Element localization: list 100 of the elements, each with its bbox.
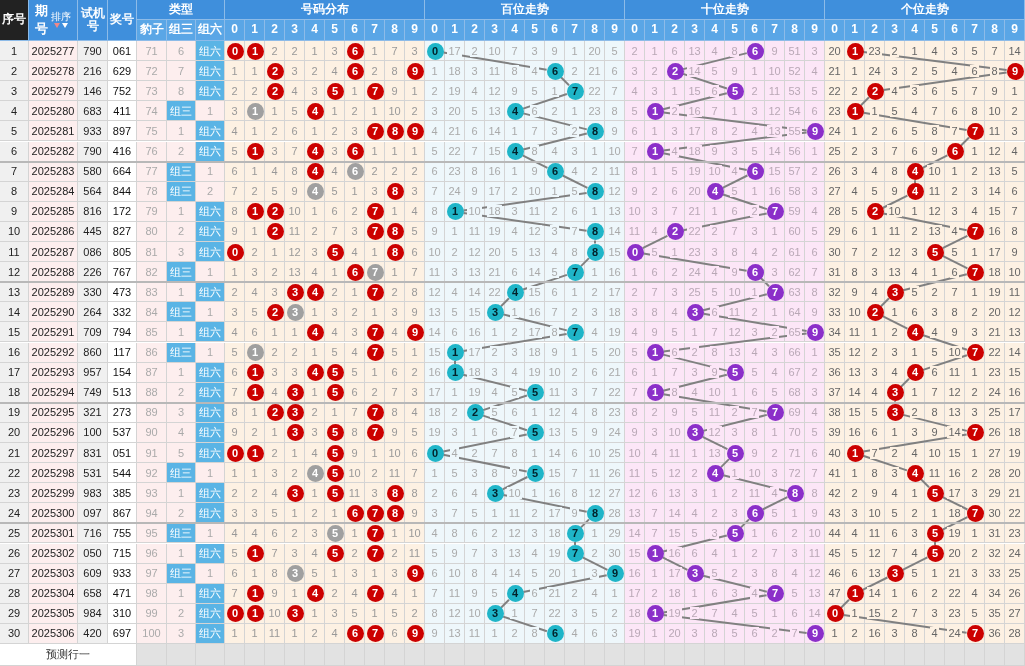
table-cell: 3 xyxy=(270,145,279,158)
column-header: 9 xyxy=(605,20,625,41)
table-cell: 2025291 xyxy=(30,325,76,338)
table-cell: 5 xyxy=(670,325,679,338)
table-cell: 3 xyxy=(530,526,539,539)
table-cell: 1 xyxy=(550,185,559,198)
table-cell: 12 xyxy=(6,265,22,278)
table-cell: 13 xyxy=(807,587,822,600)
type-tag: 组六 xyxy=(196,141,225,162)
table-cell: 2 xyxy=(570,64,579,77)
table-cell: 4 xyxy=(730,607,739,620)
table-cell: 8 xyxy=(270,567,279,580)
table-cell: 6 xyxy=(590,627,599,640)
table-cell: 28 xyxy=(6,587,22,600)
table-cell: 18 xyxy=(667,587,682,600)
column-header: 组三 xyxy=(167,20,196,41)
table-cell: 3 xyxy=(590,567,599,580)
table-cell: 9 xyxy=(470,587,479,600)
table-cell: 827 xyxy=(111,225,133,238)
table-cell: 9 xyxy=(870,486,879,499)
table-cell: 19 xyxy=(627,627,642,640)
column-header: 7 xyxy=(565,20,585,41)
table-cell: 10 xyxy=(447,567,462,580)
table-cell: 3 xyxy=(610,627,619,640)
table-cell: 1 xyxy=(430,466,439,479)
table-cell: 10 xyxy=(727,285,742,298)
table-cell: 13 xyxy=(867,567,882,580)
table-cell: 7 xyxy=(810,466,819,479)
trend-line xyxy=(941,234,969,250)
table-cell: 15 xyxy=(867,607,882,620)
table-cell: 71 xyxy=(144,44,159,57)
table-cell: 3 xyxy=(510,205,519,218)
column-header: 0 xyxy=(825,20,845,41)
table-cell: 767 xyxy=(111,265,133,278)
trend-line xyxy=(900,377,910,388)
table-cell: 38 xyxy=(827,406,842,419)
table-cell: 5 xyxy=(510,245,519,258)
trend-line xyxy=(682,52,748,71)
table-cell: 2 xyxy=(330,587,339,600)
table-cell: 1 xyxy=(550,84,559,97)
table-cell: 27 xyxy=(6,567,22,580)
table-cell: 416 xyxy=(111,145,133,158)
table-cell: 12 xyxy=(667,466,682,479)
table-cell: 2025299 xyxy=(30,486,76,499)
table-cell: 6 xyxy=(890,124,899,137)
table-cell: 23 xyxy=(687,245,702,258)
table-cell: 11 xyxy=(927,466,942,479)
table-cell: 11 xyxy=(407,547,422,560)
table-cell: 75 xyxy=(144,124,159,137)
type-tag: 组六 xyxy=(196,61,225,82)
table-cell: 4 xyxy=(510,366,519,379)
trend-line xyxy=(941,496,969,511)
table-cell: 16 xyxy=(467,325,482,338)
table-cell: 2025280 xyxy=(30,104,76,117)
table-cell: 1 xyxy=(930,567,939,580)
table-cell: 4 xyxy=(890,486,899,499)
table-cell: 471 xyxy=(111,587,133,600)
table-cell: 5 xyxy=(330,185,339,198)
column-header: 9 xyxy=(405,20,425,41)
table-cell: 473 xyxy=(111,285,133,298)
type-tag: 组六 xyxy=(196,422,225,443)
table-cell: 3 xyxy=(230,104,239,117)
table-cell: 7 xyxy=(390,386,399,399)
table-cell: 13 xyxy=(627,506,642,519)
table-cell: 18 xyxy=(6,386,22,399)
table-cell: 15 xyxy=(467,305,482,318)
table-cell: 83 xyxy=(144,285,159,298)
table-cell: 8 xyxy=(570,486,579,499)
table-cell: 411 xyxy=(112,104,132,117)
table-cell: 1 xyxy=(470,426,479,439)
table-cell: 1 xyxy=(490,325,499,338)
table-cell: 17 xyxy=(467,346,482,359)
table-cell: 6 xyxy=(570,205,579,218)
table-cell: 2 xyxy=(690,346,699,359)
table-cell: 5 xyxy=(450,305,459,318)
table-cell: 9 xyxy=(410,506,419,519)
table-cell: 1 xyxy=(450,386,459,399)
table-cell: 6 xyxy=(510,265,519,278)
table-cell: 15 xyxy=(607,245,622,258)
table-cell: 11 xyxy=(387,466,402,479)
table-cell: 9 xyxy=(730,265,739,278)
table-cell: 2 xyxy=(890,325,899,338)
table-cell: 3 xyxy=(970,406,979,419)
table-cell: 3 xyxy=(370,185,379,198)
table-cell: 3 xyxy=(530,44,539,57)
column-header: 1 xyxy=(845,20,865,41)
table-cell: 22 xyxy=(607,386,622,399)
table-cell: 1 xyxy=(205,567,215,580)
table-cell: 2 xyxy=(810,165,819,178)
column-header: 豹子 xyxy=(137,20,167,41)
table-cell: 1 xyxy=(890,426,899,439)
table-cell: 4 xyxy=(810,406,819,419)
table-cell: 4 xyxy=(910,265,919,278)
table-cell: 2 xyxy=(490,526,499,539)
trend-line xyxy=(960,136,970,147)
trend-line xyxy=(922,334,968,351)
table-cell: 4 xyxy=(910,446,919,459)
table-cell: 7 xyxy=(610,84,619,97)
table-cell: 6 xyxy=(750,386,759,399)
table-cell: 2 xyxy=(230,84,239,97)
